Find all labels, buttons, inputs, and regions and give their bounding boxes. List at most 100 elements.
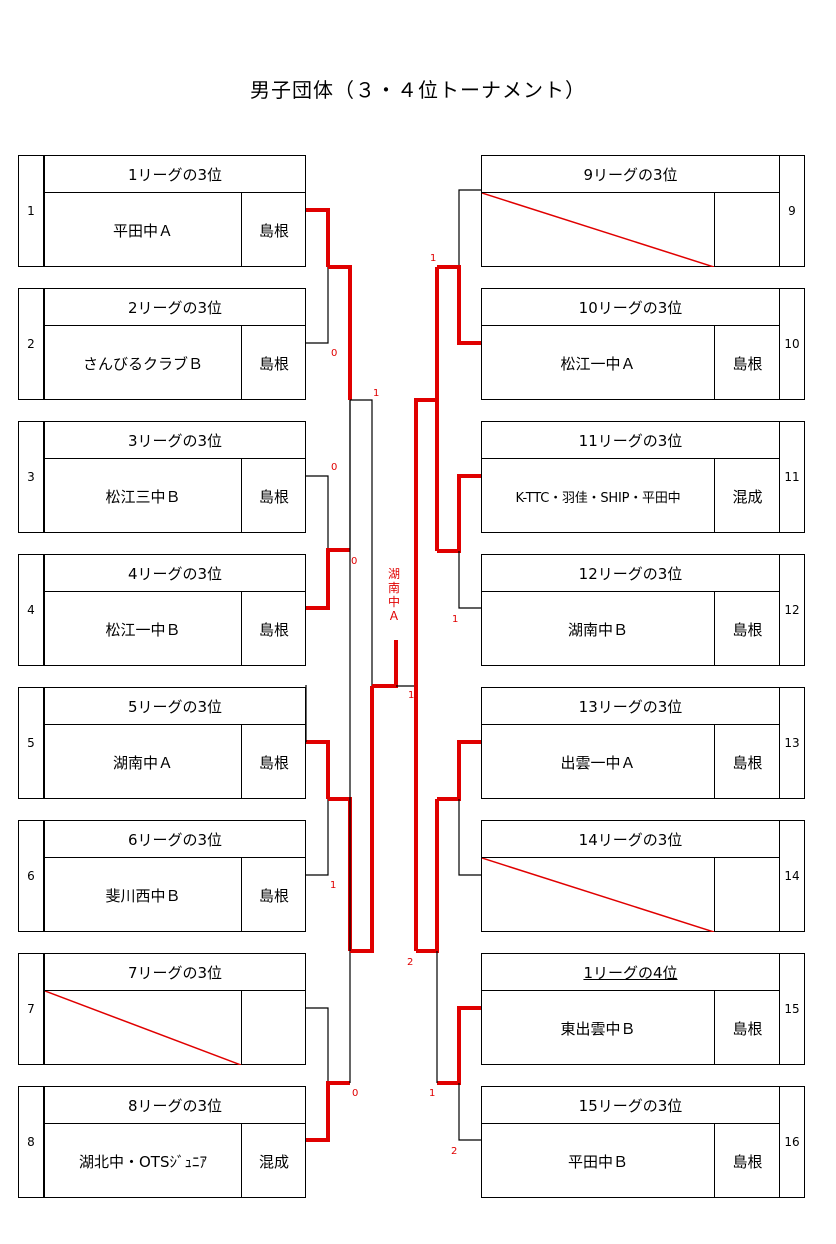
team-name: 平田中Ｂ — [567, 1152, 628, 1171]
win-line — [306, 208, 330, 267]
league-rank-header: 10リーグの3位 — [482, 289, 779, 326]
win-line — [437, 740, 481, 801]
association-name: 島根 — [241, 326, 306, 400]
team-entry: 4リーグの3位松江一中Ｂ 島根 — [44, 554, 306, 666]
bracket-line — [458, 799, 481, 876]
team-name: 松江一中Ｂ — [105, 620, 181, 639]
bracket-line — [306, 799, 329, 876]
team-name: 松江三中Ｂ — [105, 487, 181, 506]
win-line — [372, 640, 398, 688]
win-line — [328, 265, 352, 400]
league-rank-header: 5リーグの3位 — [45, 688, 305, 725]
seed-number: 8 — [18, 1086, 44, 1198]
league-rank-label: 1リーグの3位 — [127, 165, 223, 184]
team-entry: 8リーグの3位湖北中・OTSｼﾞｭﾆｱ 混成 — [44, 1086, 306, 1198]
bracket-line — [306, 267, 329, 344]
champion-char: Ａ — [387, 609, 400, 623]
seed-number: 5 — [18, 687, 44, 799]
league-rank-label: 3リーグの3位 — [127, 431, 223, 450]
association-name: 島根 — [241, 592, 306, 666]
team-entry: 1リーグの3位平田中Ａ 島根 — [44, 155, 306, 267]
league-rank-header: 4リーグの3位 — [45, 555, 305, 592]
league-rank-header: 1リーグの4位 — [482, 954, 779, 991]
match-score: 0 — [351, 556, 358, 567]
league-rank-label: 8リーグの3位 — [127, 1096, 223, 1115]
match-score: 1 — [408, 690, 415, 701]
association-name: 島根 — [714, 991, 780, 1065]
match-score: 1 — [452, 614, 459, 625]
seed-number: 3 — [18, 421, 44, 533]
association-name — [714, 193, 780, 267]
team-name: 東出雲中Ｂ — [560, 1019, 636, 1038]
association-name: 島根 — [241, 858, 306, 932]
league-rank-label: 13リーグの3位 — [578, 697, 683, 716]
team-entry: 1リーグの4位東出雲中Ｂ 島根 — [481, 953, 780, 1065]
team-entry: 9リーグの3位 — [481, 155, 780, 267]
match-score: 1 — [330, 880, 337, 891]
champion-char: 中 — [387, 595, 400, 609]
league-rank-label: 15リーグの3位 — [578, 1096, 683, 1115]
association-name: 混成 — [241, 1124, 306, 1198]
match-score: 2 — [451, 1146, 458, 1157]
league-rank-label: 1リーグの4位 — [583, 963, 678, 982]
match-score: 0 — [331, 462, 338, 473]
team-name: 平田中Ａ — [112, 221, 173, 240]
league-rank-header: 2リーグの3位 — [45, 289, 305, 326]
team-name: 湖南中Ｂ — [567, 620, 628, 639]
league-rank-header: 14リーグの3位 — [482, 821, 779, 858]
league-rank-label: 2リーグの3位 — [127, 298, 223, 317]
association-name: 島根 — [241, 459, 306, 533]
association-name — [714, 858, 780, 932]
team-name: 斐川西中Ｂ — [105, 886, 181, 905]
bracket-line — [306, 475, 329, 550]
team-name: K-TTC・羽佳・SHIP・平田中 — [515, 490, 681, 506]
league-rank-label: 9リーグの3位 — [583, 165, 678, 184]
win-line — [437, 265, 481, 345]
league-rank-label: 12リーグの3位 — [578, 564, 683, 583]
league-rank-label: 14リーグの3位 — [578, 830, 683, 849]
page-title: 男子団体（３・４位トーナメント） — [250, 78, 586, 102]
bracket-line — [458, 189, 481, 267]
seed-number: 6 — [18, 820, 44, 932]
association-name: 島根 — [241, 725, 306, 799]
team-name: 出雲一中Ａ — [560, 753, 636, 772]
team-entry: 2リーグの3位さんびるクラブＢ 島根 — [44, 288, 306, 400]
league-rank-header: 13リーグの3位 — [482, 688, 779, 725]
league-rank-label: 6リーグの3位 — [127, 830, 223, 849]
league-rank-label: 10リーグの3位 — [578, 298, 683, 317]
champion-char: 南 — [387, 581, 400, 595]
win-line — [437, 1006, 481, 1085]
match-score: 1 — [373, 388, 380, 399]
win-line — [416, 799, 439, 953]
seed-number: 1 — [18, 155, 44, 267]
win-line — [414, 398, 437, 951]
seed-number: 4 — [18, 554, 44, 666]
league-rank-header: 9リーグの3位 — [482, 156, 779, 193]
league-rank-header: 6リーグの3位 — [45, 821, 305, 858]
association-name: 島根 — [714, 326, 780, 400]
association-name: 島根 — [241, 193, 306, 267]
win-line — [437, 474, 481, 553]
win-line — [350, 686, 374, 953]
league-rank-header: 15リーグの3位 — [482, 1087, 779, 1124]
bracket-line — [350, 399, 373, 686]
win-line — [306, 1081, 350, 1142]
league-rank-header: 3リーグの3位 — [45, 422, 305, 459]
team-entry: 15リーグの3位平田中Ｂ 島根 — [481, 1086, 780, 1198]
bracket-line — [306, 1007, 329, 1083]
team-name: さんびるクラブＢ — [82, 354, 203, 373]
match-score: 0 — [331, 348, 338, 359]
bracket-line — [458, 1083, 481, 1141]
league-rank-header: 8リーグの3位 — [45, 1087, 305, 1124]
match-score: 1 — [430, 253, 437, 264]
match-score: 1 — [429, 1088, 436, 1099]
team-name: 湖北中・OTSｼﾞｭﾆｱ — [79, 1152, 207, 1171]
league-rank-label: 11リーグの3位 — [578, 431, 683, 450]
association-name: 島根 — [714, 1124, 780, 1198]
league-rank-header: 1リーグの3位 — [45, 156, 305, 193]
